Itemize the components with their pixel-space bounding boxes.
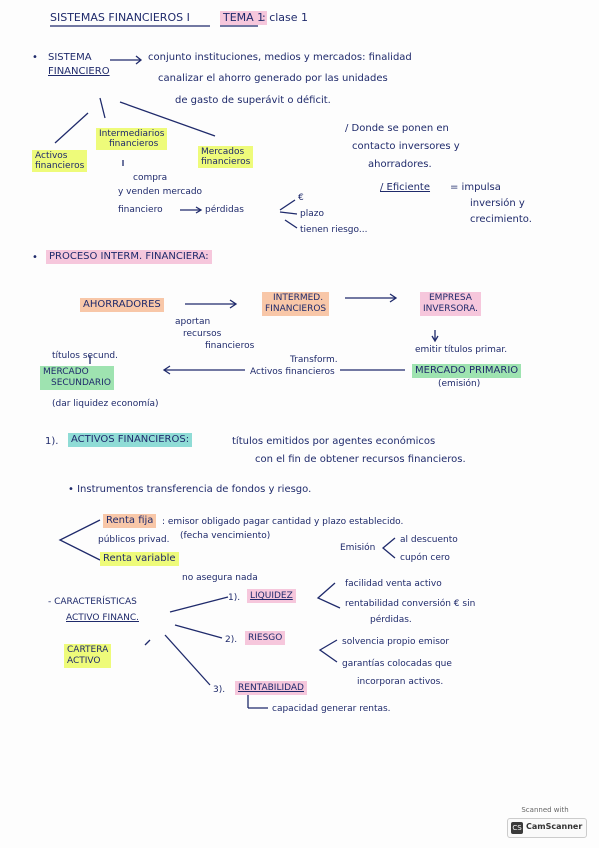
activos-box: Activos financieros bbox=[32, 150, 88, 172]
fecha-label: (fecha vencimiento) bbox=[180, 531, 271, 541]
intermediarios-line-2: financieros bbox=[109, 139, 159, 149]
sistema-def-3: de gasto de superávit o déficit. bbox=[175, 95, 331, 106]
mercados-line-1: Mercados bbox=[201, 147, 245, 157]
camscanner-watermark: Scanned with CS CamScanner bbox=[505, 806, 587, 840]
cartera-line-1: CARTERA bbox=[67, 645, 109, 655]
scanned-with-label: Scanned with bbox=[521, 806, 569, 814]
liquidez-desc-2: rentabilidad conversión € sin bbox=[345, 599, 476, 609]
activos-num: 1). bbox=[45, 436, 59, 447]
activos-line-2: financieros bbox=[35, 161, 85, 171]
mercado-prim-box: MERCADO PRIMARIO bbox=[412, 364, 522, 378]
aportan-line-2: recursos bbox=[183, 329, 222, 339]
activos-title: ACTIVOS FINANCIEROS: bbox=[68, 433, 193, 447]
liquidez-num: 1). bbox=[228, 593, 241, 603]
euro-label: € bbox=[298, 193, 304, 203]
eficiente-line-1: = impulsa bbox=[450, 182, 501, 193]
caract-title-1: - CARACTERÍSTICAS bbox=[48, 597, 137, 607]
liquidez-desc-3: pérdidas. bbox=[370, 615, 412, 625]
instrumentos-line: • Instrumentos transferencia de fondos y… bbox=[68, 484, 312, 495]
transform-line-2: Activos financieros bbox=[250, 367, 335, 377]
interm-line-1: INTERMED. bbox=[273, 293, 324, 303]
riesgo-label: tienen riesgo... bbox=[300, 225, 368, 235]
titulos-secund: títulos secund. bbox=[52, 351, 118, 361]
mercado-sec-line-1: MERCADO bbox=[43, 367, 89, 377]
empresa-line-2: INVERSORA. bbox=[423, 304, 479, 314]
plazo-label: plazo bbox=[300, 209, 324, 219]
publicos-label: públicos privad. bbox=[98, 535, 170, 545]
sistema-label-2: FINANCIERO bbox=[48, 66, 110, 77]
renta-fija-desc: : emisor obligado pagar cantidad y plazo… bbox=[162, 517, 404, 527]
eficiente-line-2: inversión y bbox=[470, 198, 525, 209]
transform-line-1: Transform. bbox=[290, 355, 338, 365]
bullet: • bbox=[32, 252, 38, 263]
eficiente-label: / Eficiente bbox=[380, 182, 431, 193]
aportan-line-3: financieros bbox=[205, 341, 255, 351]
sistema-label-1: SISTEMA bbox=[48, 52, 92, 63]
empresa-box: EMPRESA INVERSORA. bbox=[420, 292, 482, 316]
mercado-sec-line-2: SECUNDARIO bbox=[51, 378, 111, 388]
camscanner-name: CamScanner bbox=[526, 822, 583, 831]
riesgo-char-label: RIESGO bbox=[245, 631, 286, 645]
tema-label: TEMA 1 bbox=[220, 11, 268, 25]
donde-line-1: / Donde se ponen en bbox=[345, 123, 449, 134]
interm-line-2: FINANCIEROS bbox=[265, 304, 327, 314]
ahorradores-box: AHORRADORES bbox=[80, 298, 164, 312]
sistema-def-1: conjunto instituciones, medios y mercado… bbox=[148, 52, 412, 63]
liquidez-desc-1: facilidad venta activo bbox=[345, 579, 442, 589]
compra-line-3: financiero bbox=[118, 205, 163, 215]
renta-fija-label: Renta fija bbox=[103, 514, 157, 528]
riesgo-num: 2). bbox=[225, 635, 238, 645]
cartera-line-2: ACTIVO bbox=[67, 656, 101, 666]
emision-label: Emisión bbox=[340, 543, 376, 553]
donde-line-2: contacto inversores y bbox=[352, 141, 460, 152]
perdidas-label: pérdidas bbox=[205, 205, 244, 215]
aportan-line-1: aportan bbox=[175, 317, 211, 327]
empresa-line-1: EMPRESA bbox=[429, 293, 472, 303]
rentabilidad-label: RENTABILIDAD bbox=[235, 681, 307, 695]
sistema-def-2: canalizar el ahorro generado por las uni… bbox=[158, 73, 388, 84]
renta-variable-label: Renta variable bbox=[100, 552, 179, 566]
cartera-box: CARTERA ACTIVO bbox=[64, 644, 112, 668]
cupon-cero-label: cupón cero bbox=[400, 553, 450, 563]
activos-def-2: con el fin de obtener recursos financier… bbox=[255, 454, 466, 465]
riesgo-desc-3: incorporan activos. bbox=[357, 677, 444, 687]
compra-line-1: compra bbox=[133, 173, 168, 183]
mercado-sec-note: (dar liquidez economía) bbox=[52, 399, 159, 409]
mercados-line-2: financieros bbox=[201, 157, 251, 167]
no-asegura-label: no asegura nada bbox=[182, 573, 258, 583]
liquidez-label: LIQUIDEZ bbox=[247, 589, 296, 603]
compra-line-2: y venden mercado bbox=[118, 187, 203, 197]
camscanner-logo: CS CamScanner bbox=[507, 818, 587, 838]
riesgo-desc-2: garantías colocadas que bbox=[342, 659, 452, 669]
rentabilidad-desc: capacidad generar rentas. bbox=[272, 704, 391, 714]
activos-def-1: títulos emitidos por agentes económicos bbox=[232, 436, 436, 447]
intermediarios-line-1: Intermediarios bbox=[99, 129, 165, 139]
mercados-box: Mercados financieros bbox=[198, 146, 254, 168]
caract-title-2: ACTIVO FINANC. bbox=[66, 613, 139, 623]
activos-line-1: Activos bbox=[35, 151, 68, 161]
interm-box: INTERMED. FINANCIEROS bbox=[262, 292, 330, 316]
emision-label: (emisión) bbox=[438, 379, 481, 389]
emitir-label: emitir títulos primar. bbox=[415, 345, 508, 355]
proceso-title: PROCESO INTERM. FINANCIERA: bbox=[46, 250, 212, 264]
intermediarios-box: Intermediarios financieros bbox=[96, 128, 168, 150]
mercado-sec-box: MERCADO SECUNDARIO bbox=[40, 366, 114, 390]
clase-label: : clase 1 bbox=[262, 11, 309, 24]
camscanner-icon: CS bbox=[511, 822, 523, 834]
donde-line-3: ahorradores. bbox=[368, 159, 432, 170]
descuento-label: al descuento bbox=[400, 535, 458, 545]
bullet: • bbox=[32, 52, 38, 63]
riesgo-desc-1: solvencia propio emisor bbox=[342, 637, 450, 647]
eficiente-line-3: crecimiento. bbox=[470, 214, 532, 225]
rentabilidad-num: 3). bbox=[213, 685, 226, 695]
page-title: SISTEMAS FINANCIEROS I bbox=[50, 11, 190, 24]
